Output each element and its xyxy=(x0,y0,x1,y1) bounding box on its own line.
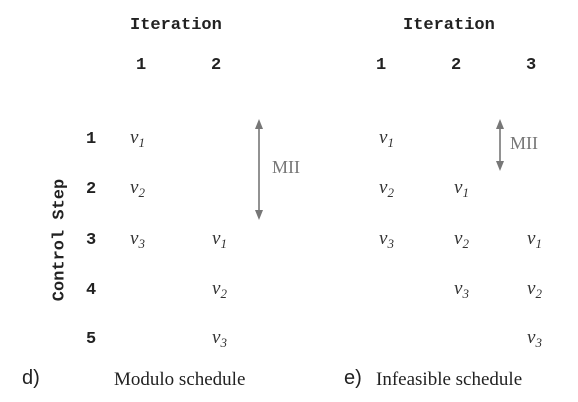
panel-d-mii-arrow xyxy=(255,119,263,220)
panel-d-caption: Modulo schedule xyxy=(114,369,246,390)
panel-e-title: Iteration xyxy=(403,16,495,35)
panel-e-col-2: 2 xyxy=(451,56,462,75)
panel-e-cell: v2 xyxy=(527,278,542,301)
panel-e-cell: v1 xyxy=(527,228,542,251)
panel-e-cell: v2 xyxy=(454,228,469,251)
panel-e-cell: v3 xyxy=(527,327,542,350)
row-number-5: 5 xyxy=(86,330,97,349)
row-number-1: 1 xyxy=(86,130,97,149)
panel-e-col-1: 1 xyxy=(376,56,387,75)
panel-e-mii-arrow xyxy=(496,119,504,171)
panel-e-cell: v2 xyxy=(379,177,394,200)
row-number-4: 4 xyxy=(86,281,97,300)
panel-d-col-2: 2 xyxy=(211,56,222,75)
panel-e-cell: v3 xyxy=(454,278,469,301)
panel-d-cell: v3 xyxy=(212,327,227,350)
panel-d-cell: v2 xyxy=(212,278,227,301)
row-number-3: 3 xyxy=(86,231,97,250)
panel-d-cell: v2 xyxy=(130,177,145,200)
panel-d-letter: d) xyxy=(22,367,40,389)
panel-e-cell: v3 xyxy=(379,228,394,251)
panel-d-cell: v3 xyxy=(130,228,145,251)
panel-d-mii-label: MII xyxy=(272,157,300,177)
panel-e-caption: Infeasible schedule xyxy=(376,369,523,390)
panel-e-col-3: 3 xyxy=(526,56,537,75)
panel-e-cell: v1 xyxy=(454,177,469,200)
panel-d-title: Iteration xyxy=(130,16,222,35)
panel-e-letter: e) xyxy=(344,367,362,389)
row-number-2: 2 xyxy=(86,180,97,199)
panel-d-col-1: 1 xyxy=(136,56,147,75)
panel-d-cell: v1 xyxy=(130,127,145,150)
panel-e-mii-label: MII xyxy=(510,133,538,153)
panel-e-cell: v1 xyxy=(379,127,394,150)
panel-d-cell: v1 xyxy=(212,228,227,251)
